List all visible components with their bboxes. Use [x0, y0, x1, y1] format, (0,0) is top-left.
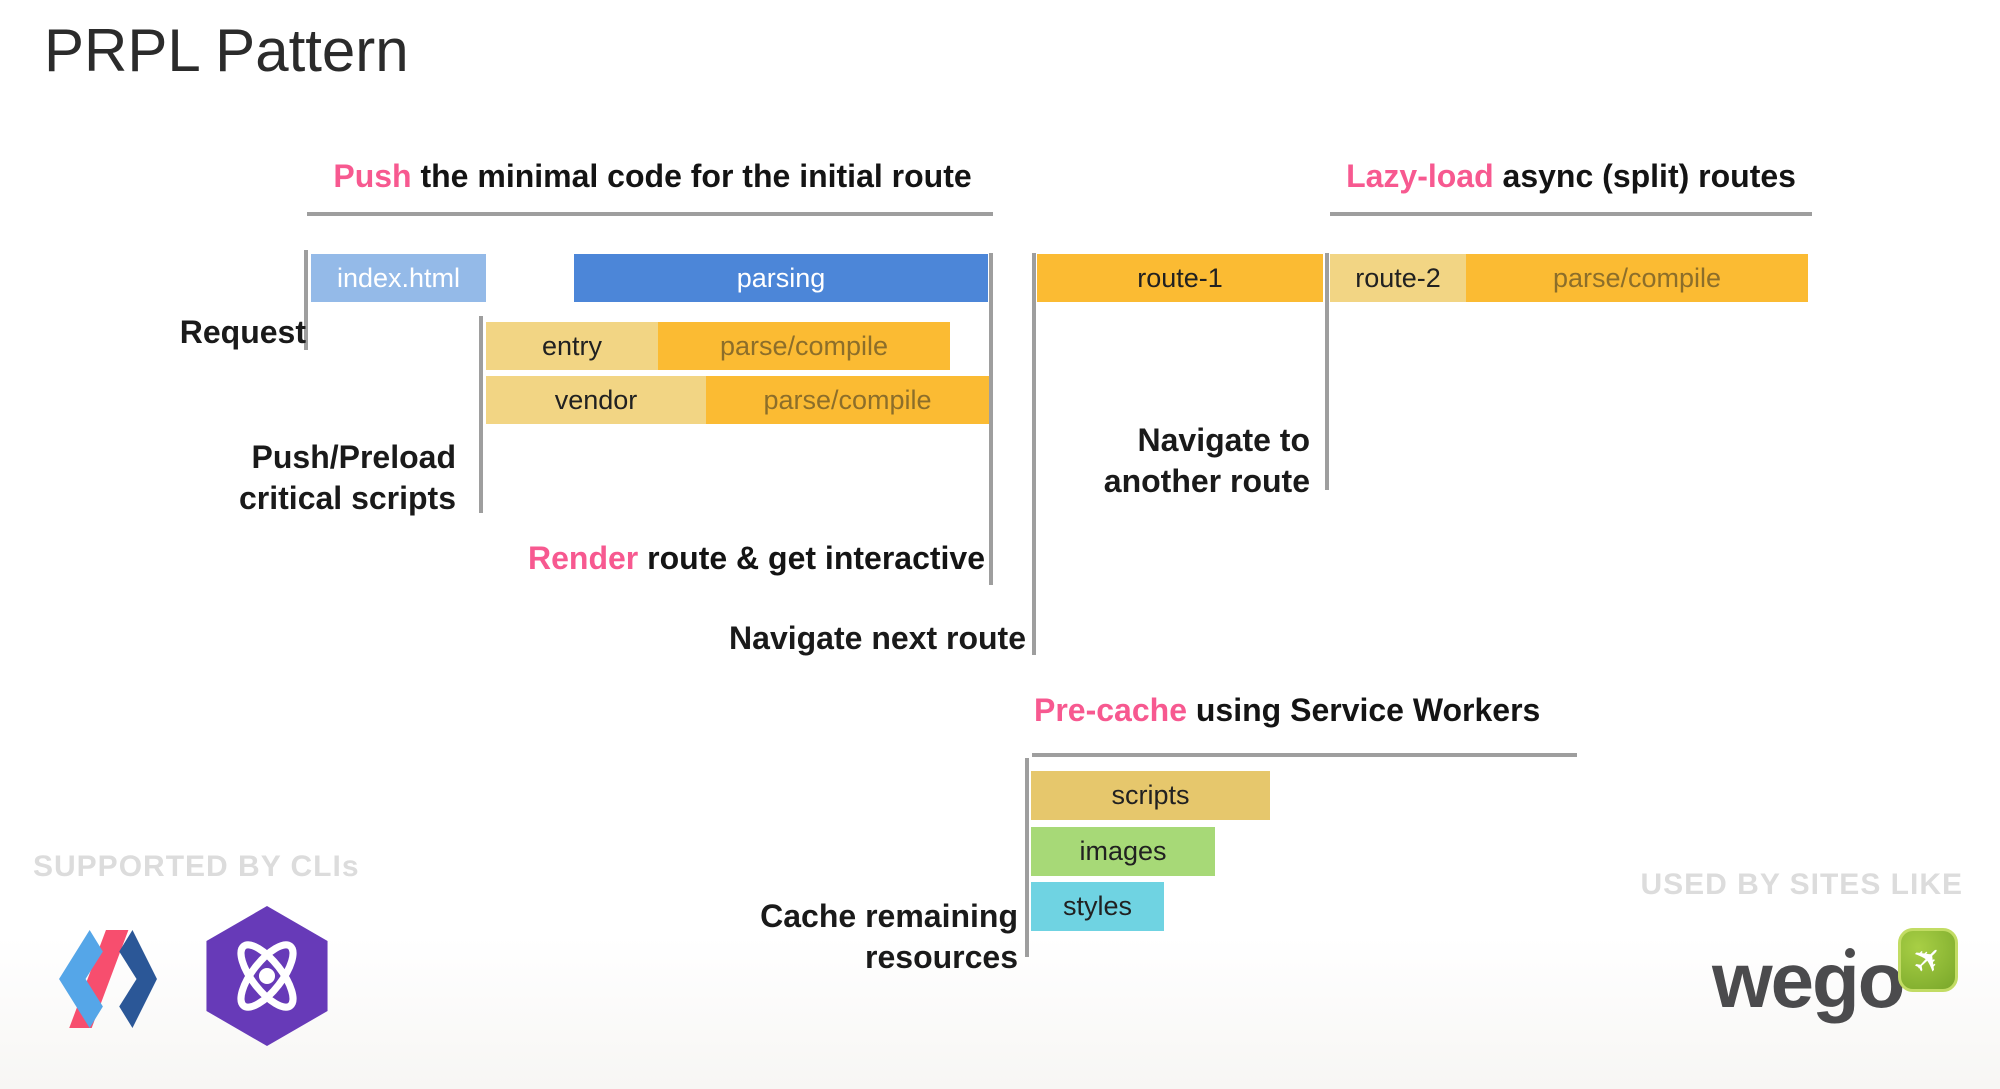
render-header: Render route & get interactive — [528, 540, 985, 577]
push-header: Push the minimal code for the initial ro… — [307, 158, 998, 195]
wego-logo-dot — [1845, 948, 1855, 958]
push-underline — [307, 212, 993, 216]
pre-cache-underline — [1032, 753, 1577, 757]
push-header-highlight: Push — [333, 158, 412, 194]
push-preload-label: Push/Preload critical scripts — [239, 437, 456, 519]
cache-remaining-label-line1: Cache remaining — [760, 898, 1018, 934]
lazy-load-underline — [1330, 212, 1812, 216]
bar-entry-parse-compile: parse/compile — [658, 322, 950, 370]
pre-cache-header-rest: using Service Workers — [1186, 692, 1541, 728]
request-label: Request — [179, 314, 306, 350]
wego-plane-badge: ✈ — [1898, 928, 1958, 992]
lazy-load-header: Lazy-load async (split) routes — [1330, 158, 1812, 195]
polymer-logo — [59, 930, 157, 1028]
bar-parsing: parsing — [574, 254, 988, 302]
page-title: PRPL Pattern — [44, 17, 409, 84]
used-by-sites-caption: USED BY SITES LIKE — [1640, 868, 1963, 901]
cache-marker-line — [1025, 758, 1029, 957]
lazy-load-header-highlight: Lazy-load — [1346, 158, 1494, 194]
navigate-next-marker-line — [1032, 253, 1036, 655]
lazy-load-header-rest: async (split) routes — [1493, 158, 1796, 194]
push-preload-label-line2: critical scripts — [239, 480, 456, 516]
render-header-rest: route & get interactive — [638, 540, 985, 576]
navigate-another-label-line2: another route — [1103, 463, 1310, 499]
bar-scripts: scripts — [1031, 771, 1270, 820]
bar-index-html: index.html — [311, 254, 486, 302]
supported-by-clis-caption: SUPPORTED BY CLIs — [33, 850, 360, 883]
push-preload-label-line1: Push/Preload — [251, 439, 457, 475]
request-marker-line — [304, 250, 308, 350]
navigate-next-label: Navigate next route — [729, 620, 1026, 656]
navigate-another-label-line1: Navigate to — [1137, 422, 1310, 458]
bar-vendor-parse-compile: parse/compile — [706, 376, 989, 424]
bar-route-1: route-1 — [1037, 254, 1323, 302]
push-header-rest: the minimal code for the initial route — [411, 158, 972, 194]
bar-vendor: vendor — [486, 376, 706, 424]
cache-remaining-label-line2: resources — [865, 939, 1018, 975]
pre-cache-header-highlight: Pre-cache — [1034, 692, 1187, 728]
pre-cache-header: Pre-cache using Service Workers — [1034, 692, 1540, 729]
push-preload-marker-line — [479, 316, 483, 513]
render-header-highlight: Render — [528, 540, 639, 576]
bar-styles: styles — [1031, 882, 1164, 931]
cache-remaining-label: Cache remaining resources — [760, 896, 1018, 978]
bar-route-2-parse-compile: parse/compile — [1466, 254, 1808, 302]
bar-images: images — [1031, 827, 1215, 876]
bar-route-2: route-2 — [1330, 254, 1466, 302]
navigate-another-marker-line — [1325, 253, 1329, 490]
bar-entry: entry — [486, 322, 658, 370]
wego-plane-icon: ✈ — [1902, 934, 1953, 985]
wego-logo: wego — [1712, 936, 1905, 1024]
navigate-another-label: Navigate to another route — [1104, 420, 1310, 502]
render-marker-line — [989, 253, 993, 585]
preact-logo — [206, 906, 328, 1046]
